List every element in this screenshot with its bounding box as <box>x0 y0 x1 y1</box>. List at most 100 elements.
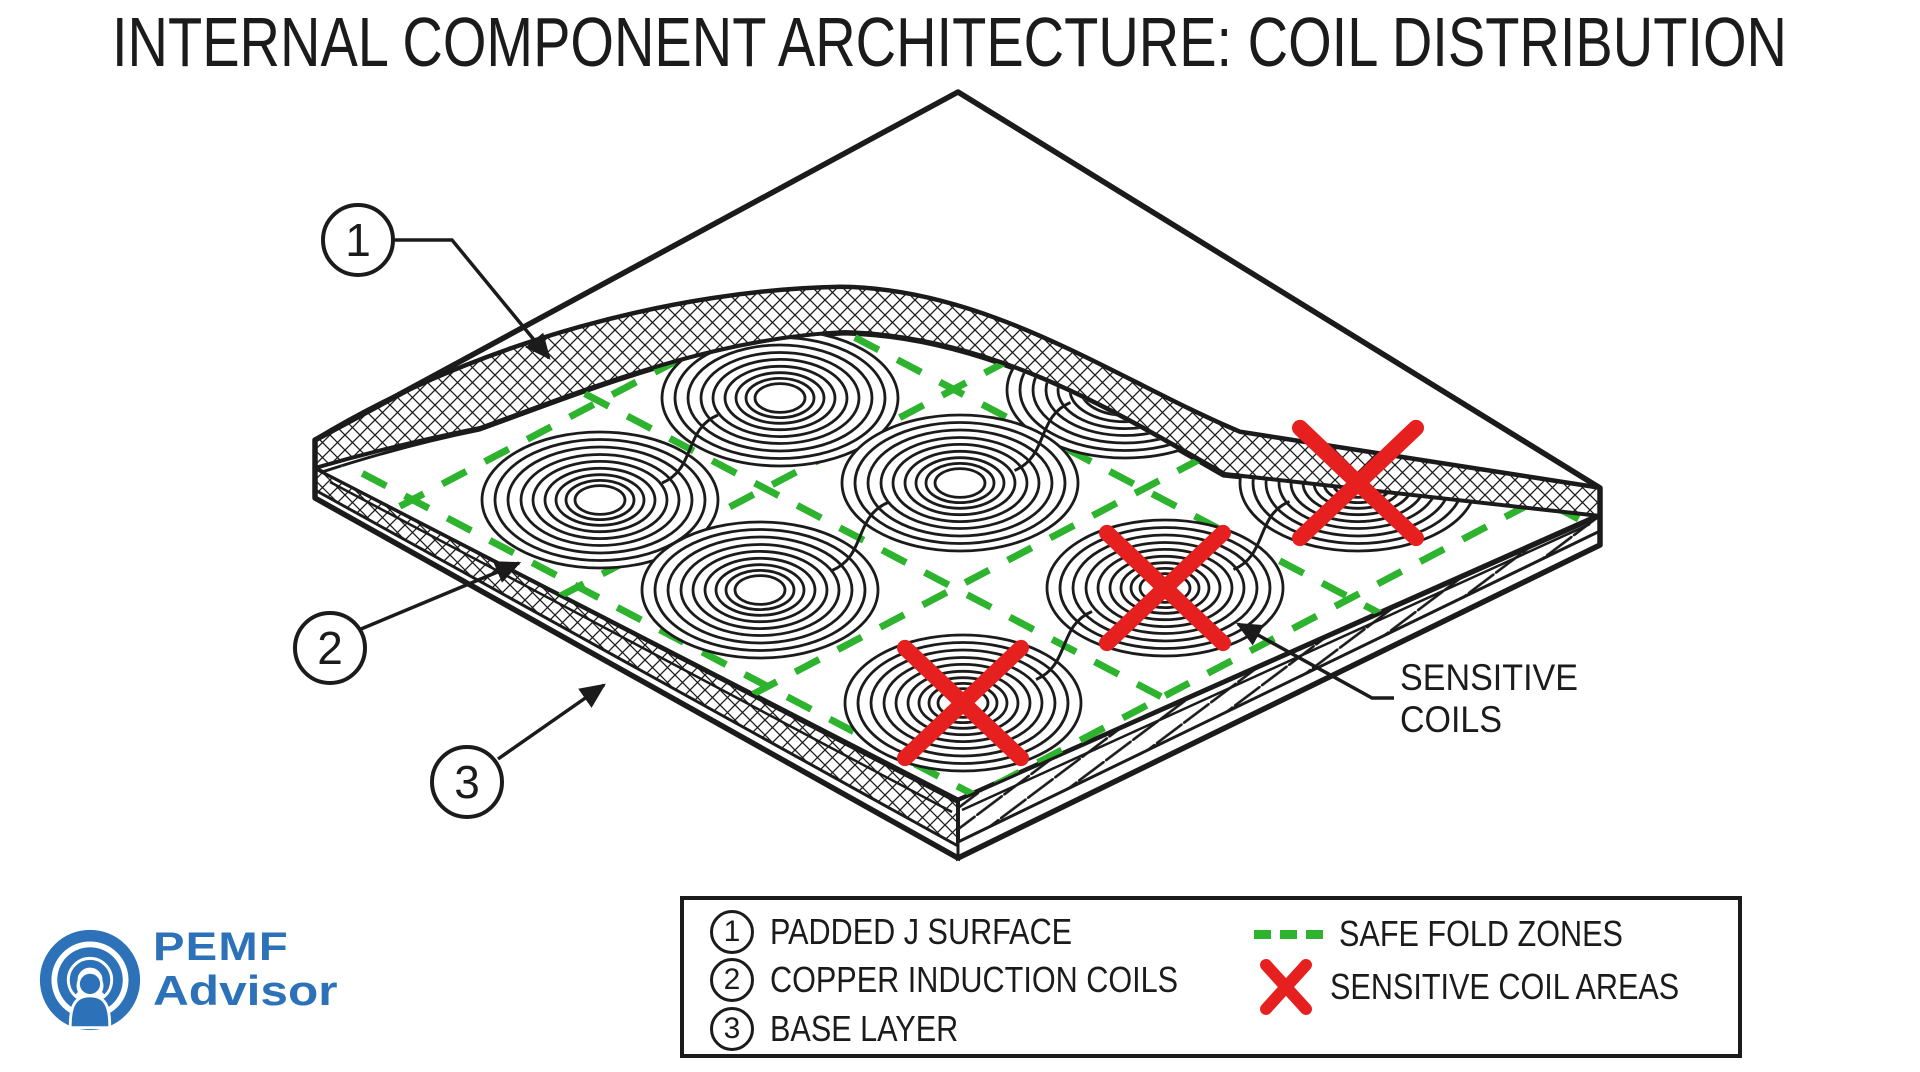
legend-item-padded-surface: 1 PADDED J SURFACE <box>710 910 1125 954</box>
coil-ring <box>703 556 817 624</box>
coil-connector-wire <box>1013 401 1072 472</box>
brand-logo: PEMF Advisor <box>37 925 338 1033</box>
coil-ring <box>711 357 849 438</box>
safe-fold-zone-line <box>322 334 1207 799</box>
legend-number-2: 2 <box>710 958 754 1002</box>
coil-ring <box>933 467 987 499</box>
coil-ring <box>853 421 1067 545</box>
callout-3-leader <box>496 683 606 761</box>
coil-ring <box>753 382 807 414</box>
coil-ring <box>480 430 720 570</box>
legend-label-safe-fold: SAFE FOLD ZONES <box>1339 913 1623 954</box>
red-x-icon <box>1260 959 1312 1015</box>
legend-label-2: COPPER INDUCTION COILS <box>770 959 1179 1000</box>
dashed-line-icon <box>1254 929 1323 939</box>
coil-ring <box>653 528 867 652</box>
coil-ring <box>660 334 900 468</box>
legend-item-copper-coils: 2 COPPER INDUCTION COILS <box>710 958 1250 1002</box>
coil-ring <box>936 687 990 719</box>
coil-ring <box>840 413 1080 553</box>
coil-ring <box>666 535 854 645</box>
coil-ring <box>640 520 880 660</box>
coil-ring <box>723 364 837 432</box>
legend-number-3: 3 <box>710 1007 754 1051</box>
coil-ring <box>924 461 996 504</box>
coil-ring <box>734 371 826 425</box>
legend-item-base-layer: 3 BASE LAYER <box>710 1007 991 1051</box>
legend-item-sensitive-areas: SENSITIVE COIL AREAS <box>1258 957 1741 1017</box>
legend: 1 PADDED J SURFACE 2 COPPER INDUCTION CO… <box>680 896 1742 1058</box>
coil-ring <box>914 456 1006 510</box>
coil-connector-wire <box>661 413 719 485</box>
x-stroke <box>897 639 1029 767</box>
coil-ring <box>906 669 1020 737</box>
callout-3-number: 3 <box>454 756 480 808</box>
sensitive-coils-annotation: SENSITIVE COILS <box>1235 622 1578 740</box>
coil-ring <box>733 574 787 606</box>
legend-label-3: BASE LAYER <box>770 1008 959 1049</box>
coil-ring <box>493 438 707 562</box>
peel-band <box>313 285 1602 518</box>
brand-name-line1: PEMF <box>153 925 289 969</box>
coil-ring <box>543 466 657 534</box>
induction-coil <box>840 413 1080 553</box>
callout-1-number: 1 <box>345 214 371 266</box>
callout-2-number: 2 <box>317 622 343 674</box>
coil-ring <box>519 453 681 547</box>
coil-ring <box>691 550 829 631</box>
sensitive-coils-label-line1: SENSITIVE <box>1400 657 1578 698</box>
callout-2: 2 <box>293 561 522 685</box>
sensitive-coil-x-mark <box>1099 524 1231 652</box>
coil-layer-rim-right <box>961 522 1591 812</box>
coil-ring <box>679 543 841 637</box>
coil-ring <box>686 343 874 453</box>
coil-connector-wire <box>1035 610 1093 681</box>
coil-connector-wire <box>1232 500 1291 571</box>
callout-3-circle <box>430 745 504 819</box>
pemf-coil-person-icon <box>39 929 141 1031</box>
coil-ring <box>917 676 1009 730</box>
legend-label-sensitive-areas: SENSITIVE COIL AREAS <box>1330 966 1680 1007</box>
copper-induction-coils <box>480 334 1478 773</box>
page-title: INTERNAL COMPONENT ARCHITECTURE: COIL DI… <box>112 6 1920 78</box>
coil-ring <box>1138 572 1192 604</box>
coil-ring <box>564 478 636 521</box>
coil-ring <box>724 569 796 612</box>
callout-2-circle <box>293 611 367 685</box>
page-title-text: INTERNAL COMPONENT ARCHITECTURE: COIL DI… <box>112 3 1787 81</box>
sensitive-coils-label-line2: COILS <box>1400 699 1502 740</box>
callout-1-leader <box>394 238 551 360</box>
sensitive-coils-leader <box>1235 622 1394 700</box>
coil-ring <box>894 663 1032 744</box>
coil-ring <box>531 459 669 540</box>
brand-name-line2: Advisor <box>153 967 338 1014</box>
coil-ring <box>744 376 816 419</box>
coil-ring <box>506 445 694 555</box>
coil-ring <box>866 428 1054 538</box>
callout-1: 1 <box>321 203 551 360</box>
coil-ring <box>1129 567 1201 610</box>
sensitive-coil-x-mark <box>1292 419 1424 547</box>
coil-ring <box>714 563 806 617</box>
coil-ring <box>699 351 861 445</box>
brand-logo-text: PEMF Advisor <box>153 925 338 1012</box>
coil-ring <box>856 641 1070 765</box>
mat-outline <box>312 89 1603 861</box>
coil-ring <box>573 484 627 516</box>
coil-ring <box>927 682 999 725</box>
coil-ring <box>1071 533 1259 643</box>
induction-coil <box>660 334 900 468</box>
sensitive-coil-x-mark <box>897 639 1029 767</box>
callout-1-circle <box>321 203 395 277</box>
coil-layer-rim-left <box>329 480 953 814</box>
peel-band-hatch <box>313 285 1602 518</box>
callout-2-leader <box>360 561 522 631</box>
coil-ring <box>1096 548 1234 629</box>
sensitive-x-marks <box>897 419 1424 767</box>
coil-ring <box>1108 554 1222 622</box>
legend-item-safe-fold-zones: SAFE FOLD ZONES <box>1254 913 1673 955</box>
callout-3: 3 <box>430 683 606 819</box>
safe-fold-zone-line <box>322 334 1577 720</box>
